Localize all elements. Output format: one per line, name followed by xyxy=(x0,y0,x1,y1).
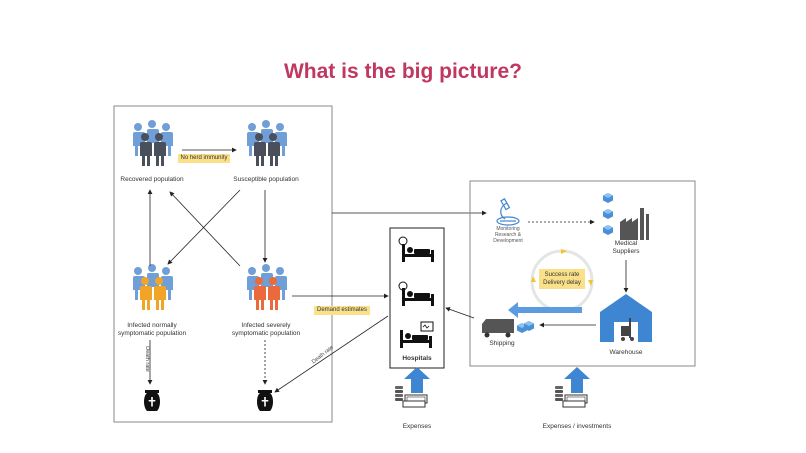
shipping-flow-arrow xyxy=(508,302,582,318)
cycle-metrics-tag: Success rate Delivery delay xyxy=(539,269,585,289)
susceptible-population-label: Susceptible population xyxy=(233,176,299,183)
infected-severe-label-line2: symptomatic population xyxy=(231,330,301,337)
epidemic-frame xyxy=(113,105,333,423)
success-rate-label: Success rate xyxy=(544,272,580,278)
susceptible-population-icon xyxy=(247,120,287,166)
infected-severe-to-recovered-arrow xyxy=(169,191,241,267)
microscope-icon xyxy=(496,198,520,226)
truck-icon xyxy=(482,319,514,338)
supply-chain-frame xyxy=(469,180,696,367)
investments-up-arrow xyxy=(564,367,590,393)
infected-normal-label-line1: Infected normally xyxy=(127,322,177,329)
shipping-to-hospitals-arrow xyxy=(445,307,475,319)
warehouse-icon xyxy=(600,294,652,342)
hospital-bed-icon xyxy=(398,236,434,262)
recovered-population-icon xyxy=(133,120,173,166)
recovered-population-label: Recovered population xyxy=(120,176,184,183)
expenses-investments-label: Expenses / investments xyxy=(542,423,612,430)
infected-normal-population-icon xyxy=(133,264,173,310)
monitoring-label-line2: Research & xyxy=(494,232,522,238)
monitoring-label-line1: Monitoring xyxy=(496,226,520,232)
urn-icon xyxy=(144,390,160,411)
factory-icon xyxy=(620,208,649,240)
shipping-label: Shipping xyxy=(489,340,515,347)
warehouse-label: Warehouse xyxy=(609,349,643,356)
infected-severe-population-icon xyxy=(247,264,287,310)
urn-icon xyxy=(257,390,273,411)
hospitals-label: Hospitals xyxy=(402,355,432,362)
medical-suppliers-label-line2: Suppliers xyxy=(612,248,640,255)
page-title: What is the big picture? xyxy=(283,60,522,83)
infected-severe-label-line1: Infected severely xyxy=(241,322,291,329)
expenses-label: Expenses xyxy=(402,423,432,430)
medical-suppliers-label-line1: Medical xyxy=(614,240,638,247)
demand-estimates-tag: Demand estimates xyxy=(314,306,370,315)
hospital-death-rate-arrow xyxy=(274,315,389,393)
susceptible-to-infected-normal-arrow xyxy=(167,189,241,265)
expenses-up-arrow xyxy=(404,367,430,393)
no-herd-immunity-tag: No herd immunity xyxy=(178,154,230,163)
supplies-cubes-icon xyxy=(603,193,613,235)
monitoring-label-line3: Development xyxy=(493,238,523,244)
infected-normal-label-line2: symptomatic population xyxy=(117,330,187,337)
death-rate-left-label: Death rate xyxy=(143,346,150,372)
hospital-bed-icon xyxy=(398,281,434,306)
hospital-bed-monitor-icon xyxy=(400,321,434,348)
delivery-delay-label: Delivery delay xyxy=(543,280,581,286)
